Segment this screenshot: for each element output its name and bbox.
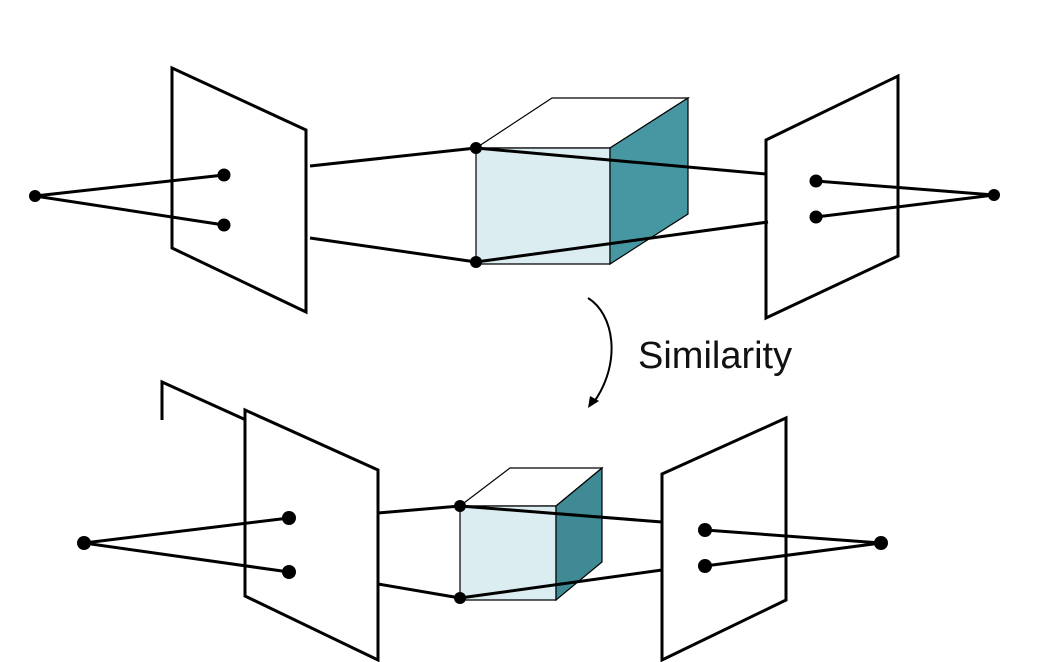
top-right-camera-center [988, 189, 1000, 201]
curved-arrow [587, 297, 613, 403]
top-right-image-plane [764, 73, 900, 321]
top-left-image-point-upper [217, 168, 231, 182]
bottom-left-image-point-lower [282, 565, 296, 579]
bottom-right-camera-center [874, 536, 888, 550]
bottom-left-image-plane [243, 407, 380, 662]
bottom-ray-right-lower-cam [704, 541, 882, 568]
top-right-image-point-lower [809, 210, 823, 224]
bottom-left-image-point-upper [282, 511, 296, 525]
bottom-stray-line [160, 379, 247, 422]
top-ray-cube-to-right-lower [475, 220, 769, 264]
bottom-scene [77, 379, 888, 662]
similarity-transform: Similarity [587, 297, 792, 408]
top-cube-vertex-lower [470, 256, 482, 268]
top-ray-right-upper-cam [815, 179, 995, 197]
top-cube-vertex-upper [470, 142, 482, 154]
bottom-right-image-plane [660, 415, 788, 662]
top-ray-left-lower-cam [34, 194, 225, 227]
top-right-image-point-upper [809, 174, 823, 188]
top-ray-left-to-cube-lower [309, 236, 477, 264]
top-ray-cube-to-right-upper [475, 146, 767, 176]
transform-label: Similarity [638, 335, 792, 377]
top-scene [29, 65, 1000, 321]
bottom-ray-left-to-cube-lower [377, 582, 461, 600]
top-left-image-plane [170, 65, 308, 315]
bottom-ray-left-upper-cam [83, 516, 290, 545]
arrow-head [588, 396, 599, 408]
bottom-cube-side-face [555, 466, 603, 602]
bottom-ray-left-lower-cam [83, 541, 290, 574]
bottom-right-image-point-upper [698, 523, 712, 537]
bottom-left-camera-center [77, 536, 91, 550]
top-cube-side-face [609, 96, 689, 266]
top-ray-left-to-cube-upper [309, 146, 477, 168]
bottom-ray-cube-to-right-upper [459, 504, 663, 524]
top-left-image-point-lower [217, 218, 231, 232]
bottom-cube-vertex-upper [454, 500, 466, 512]
bottom-cube [458, 466, 604, 602]
bottom-ray-right-upper-cam [704, 528, 882, 545]
bottom-ray-left-to-cube-upper [377, 504, 461, 515]
bottom-right-image-point-lower [698, 559, 712, 573]
top-ray-left-upper-cam [34, 173, 225, 198]
top-cube [473, 96, 691, 266]
top-ray-right-lower-cam [815, 193, 995, 219]
top-left-camera-center [29, 190, 41, 202]
bottom-ray-cube-to-right-lower [459, 568, 663, 600]
bottom-cube-vertex-lower [454, 592, 466, 604]
